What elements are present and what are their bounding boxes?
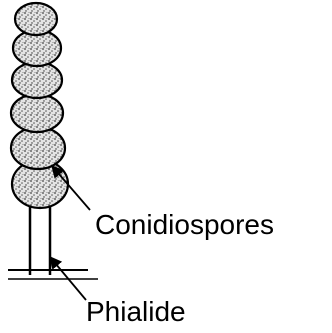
conidiospores-label: Conidiospores: [95, 209, 274, 240]
phialide-stalk: [30, 205, 50, 275]
conidiospore: [11, 127, 65, 169]
conidiospore-chain: [11, 3, 68, 208]
conidiospore: [15, 3, 57, 35]
conidiospore: [12, 62, 62, 98]
conidiospore: [11, 94, 63, 132]
substrate-lines: [8, 270, 98, 279]
phialide-label: Phialide: [86, 296, 186, 327]
